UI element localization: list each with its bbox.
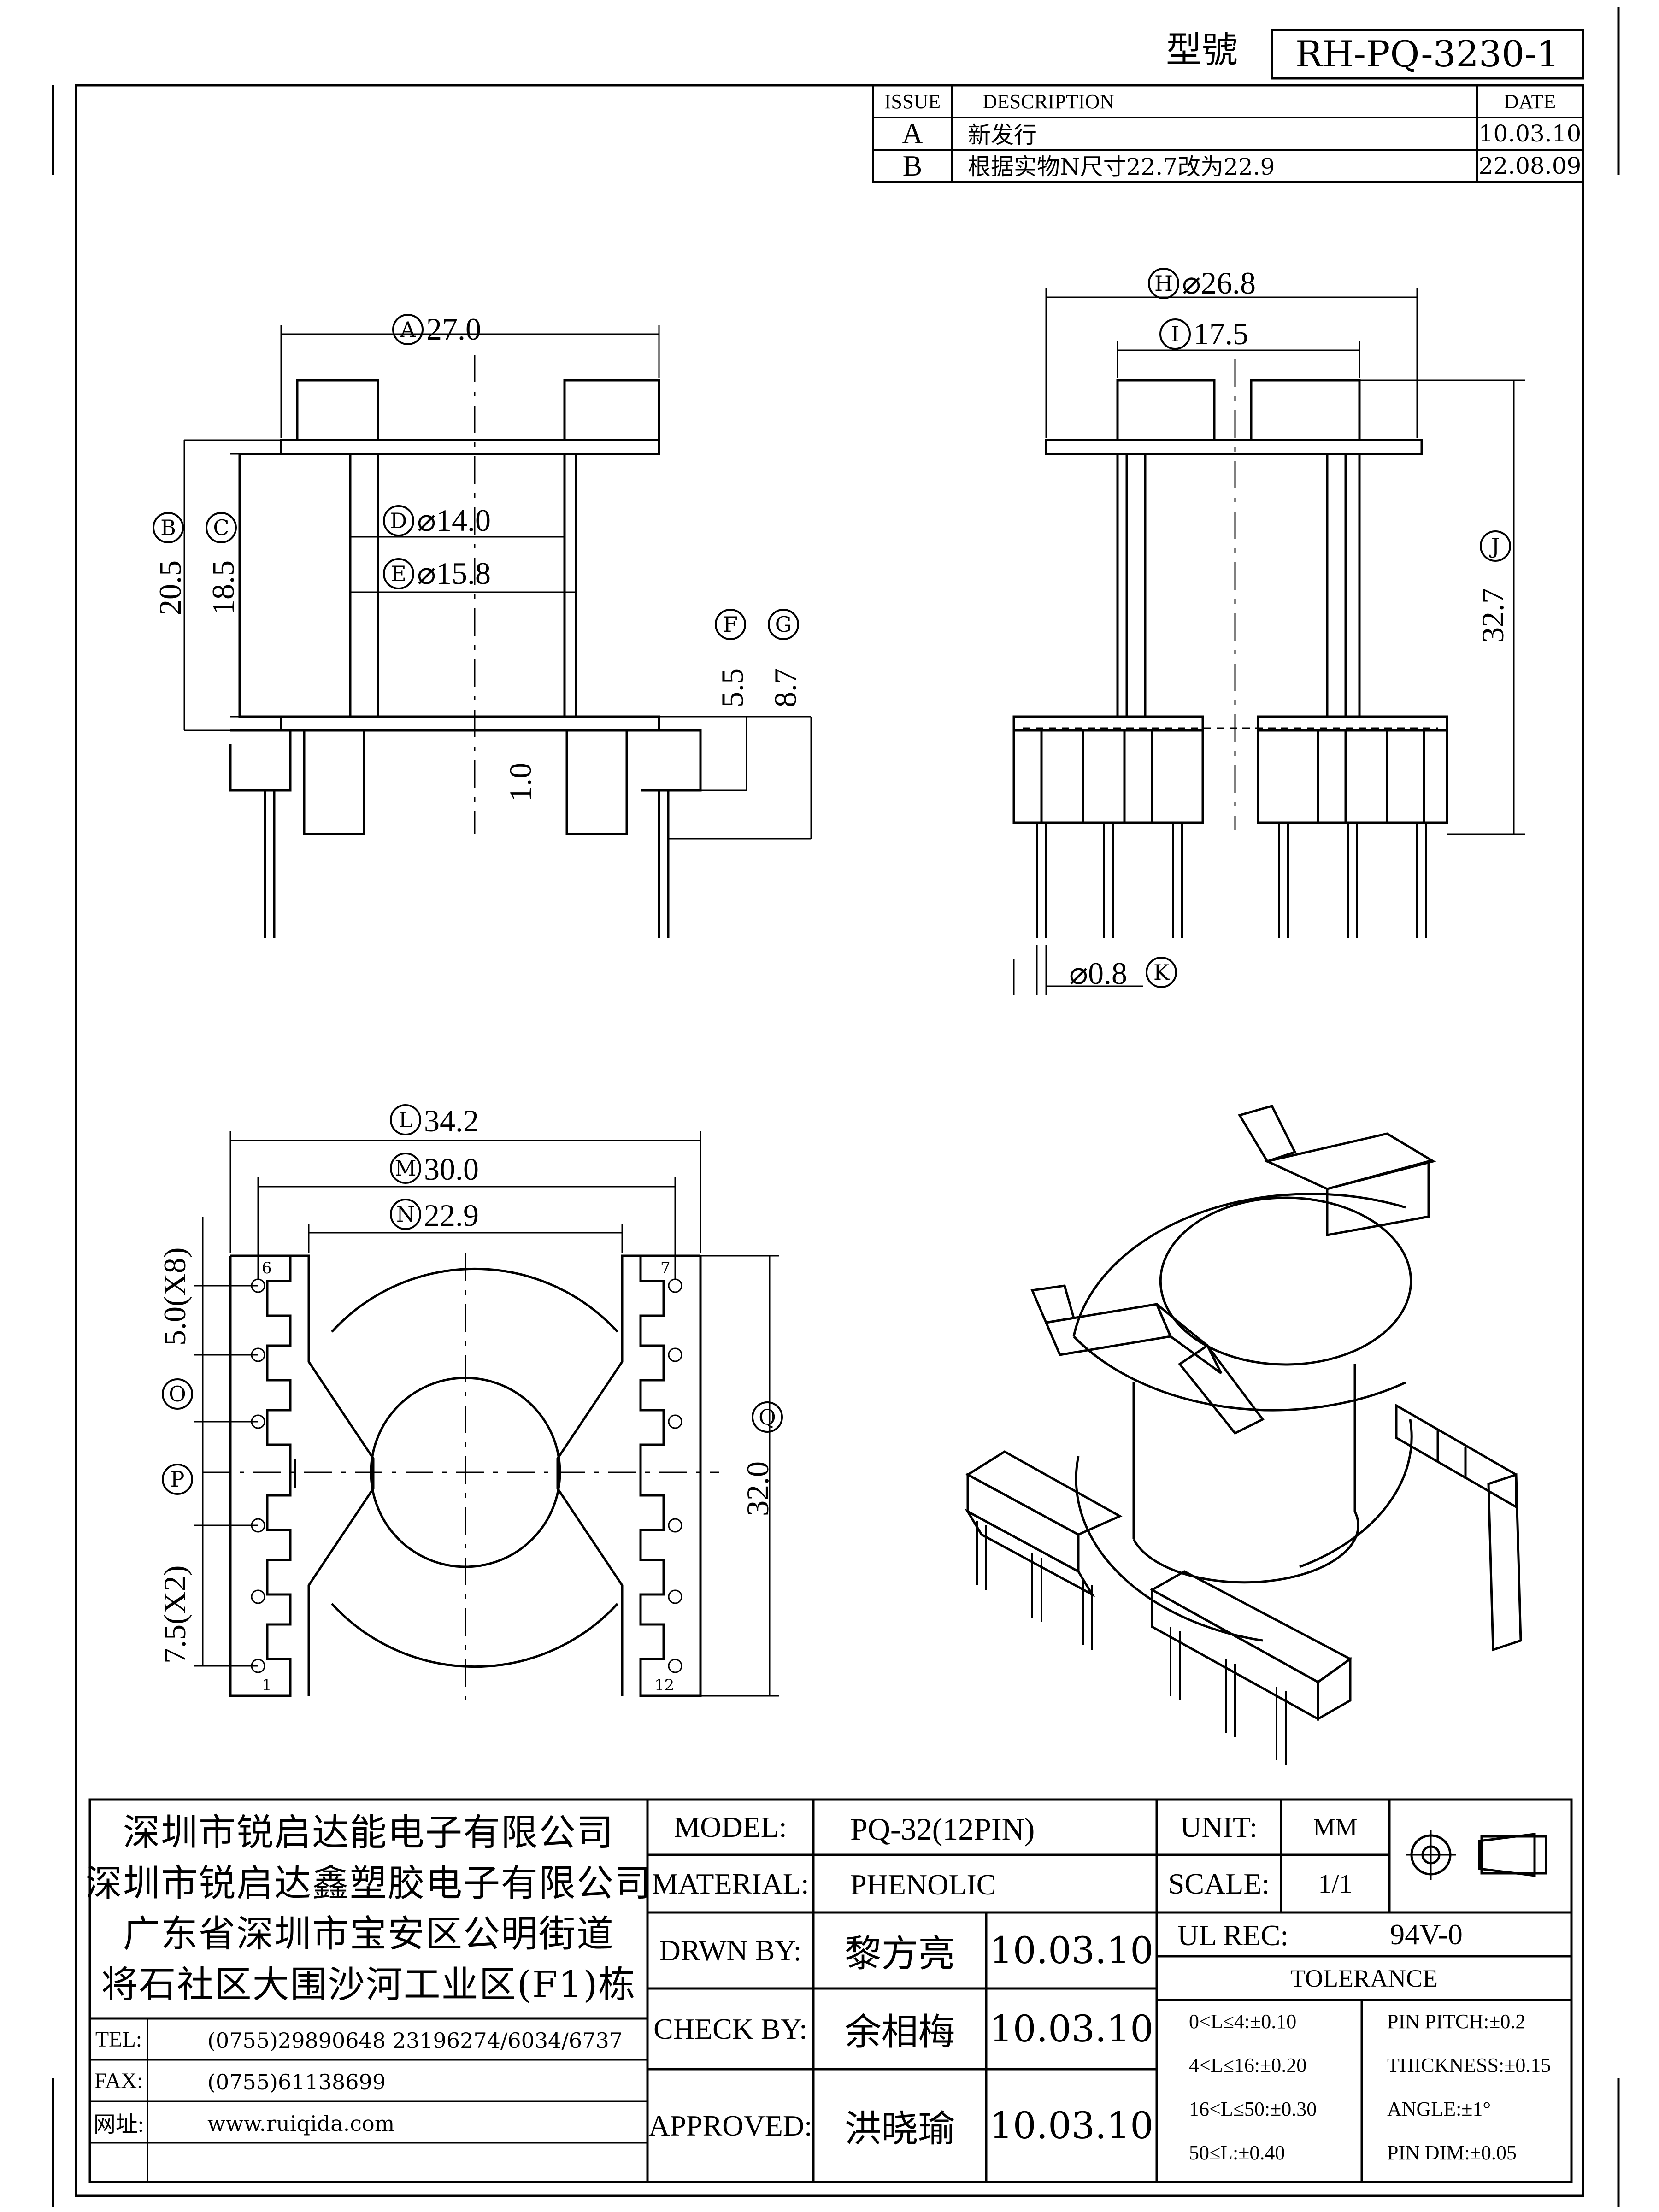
rev-b-issue: B	[902, 149, 923, 182]
dim-letter-q: Q	[759, 1405, 776, 1430]
tol-thickness: THICKNESS:±0.15	[1387, 2054, 1551, 2077]
dim-n-value: 22.9	[424, 1198, 479, 1233]
rev-header-issue: ISSUE	[884, 90, 941, 113]
dim-d-value: ⌀14.0	[417, 503, 491, 538]
rev-a-issue: A	[901, 117, 924, 150]
scale-label: SCALE:	[1168, 1867, 1270, 1900]
dim-letter-e: E	[391, 561, 406, 586]
unit-label: UNIT:	[1180, 1811, 1258, 1843]
rev-header-description: DESCRIPTION	[982, 90, 1115, 113]
model-field-value: PQ-32(12PIN)	[850, 1812, 1035, 1847]
approved-by: 洪晓瑜	[844, 2107, 955, 2150]
dim-letter-g: G	[775, 612, 792, 637]
dim-letter-p: P	[170, 1467, 185, 1492]
rev-b-description: 根据实物N尺寸22.7改为22.9	[968, 153, 1275, 180]
front-view	[183, 325, 812, 938]
unit-value: MM	[1313, 1813, 1358, 1841]
dim-letter-m: M	[394, 1156, 417, 1181]
rev-header-date: DATE	[1504, 90, 1556, 113]
check-date: 10.03.10	[989, 2007, 1154, 2050]
dim-g-value: 8.7	[768, 668, 803, 707]
title-block	[88, 1798, 1573, 2183]
dim-bubbles	[153, 268, 1511, 1495]
dim-gap-value: 7.5(X2)	[157, 1565, 192, 1664]
dim-b-value: 20.5	[153, 560, 188, 615]
approved-date: 10.03.10	[989, 2104, 1154, 2147]
check-by: 余相梅	[844, 2010, 955, 2053]
dim-letter-j: J	[1491, 534, 1500, 559]
dim-letter-n: N	[396, 1202, 415, 1227]
dim-letter-c: C	[213, 515, 229, 540]
dim-j-value: 32.7	[1475, 588, 1510, 643]
dim-e-value: ⌀15.8	[417, 556, 491, 591]
pin-number-6: 6	[262, 1259, 272, 1277]
scale-value: 1/1	[1318, 1869, 1353, 1899]
model-field-label: MODEL:	[674, 1811, 787, 1843]
company-line-4: 将石社区大围沙河工业区(F1)栋	[101, 1963, 636, 2006]
drawn-date: 10.03.10	[989, 1929, 1154, 1972]
drawn-label: DRWN BY:	[659, 1934, 802, 1967]
dim-l-value: 34.2	[424, 1103, 479, 1138]
rev-b-date: 22.08.09	[1478, 153, 1582, 179]
web-value: www.ruiqida.com	[207, 2111, 395, 2136]
tel-value: (0755)29890648 23196274/6034/6737	[207, 2028, 623, 2053]
dim-i-value: 17.5	[1194, 316, 1248, 351]
dim-q-value: 32.0	[740, 1461, 775, 1516]
tol-3: 16<L≤50:±0.30	[1189, 2098, 1317, 2120]
tol-pin-pitch: PIN PITCH:±0.2	[1387, 2010, 1526, 2033]
dim-k-value: ⌀0.8	[1069, 956, 1127, 991]
rev-a-description: 新发行	[968, 122, 1037, 148]
fax-value: (0755)61138699	[207, 2070, 386, 2094]
company-line-3: 广东省深圳市宝安区公明街道	[123, 1912, 614, 1955]
company-line-2: 深圳市锐启达鑫塑胶电子有限公司	[85, 1862, 652, 1905]
dim-h-value: ⌀26.8	[1182, 265, 1256, 300]
model-label: 型號	[1166, 29, 1238, 71]
side-view	[1012, 288, 1525, 995]
dim-1-value: 1.0	[503, 763, 538, 802]
isometric-view	[965, 1105, 1522, 1765]
bottom-view	[194, 1131, 779, 1700]
tel-label: TEL:	[95, 2027, 142, 2052]
dim-letter-i: I	[1171, 322, 1180, 347]
tol-angle: ANGLE:±1°	[1387, 2098, 1491, 2120]
dim-f-value: 5.5	[715, 668, 750, 707]
pin-number-7: 7	[660, 1259, 671, 1277]
pin-number-12: 12	[654, 1676, 675, 1694]
ul-label: UL REC:	[1177, 1919, 1289, 1952]
tol-pin-dim: PIN DIM:±0.05	[1387, 2141, 1517, 2164]
dim-letter-o: O	[169, 1382, 186, 1406]
drawn-by: 黎方亮	[844, 1932, 955, 1975]
dim-letter-a: A	[400, 317, 416, 342]
sheet-border	[75, 84, 1584, 2197]
dim-letter-f: F	[723, 612, 738, 637]
tolerance-title: TOLERANCE	[1290, 1964, 1438, 1992]
company-line-1: 深圳市锐启达能电子有限公司	[123, 1811, 614, 1854]
fax-label: FAX:	[94, 2068, 143, 2093]
approved-label: APPROVED:	[648, 2109, 812, 2142]
web-label: 网址:	[93, 2112, 144, 2137]
dim-letter-k: K	[1153, 960, 1170, 985]
rev-a-date: 10.03.10	[1478, 120, 1582, 147]
model-number-box	[1271, 29, 1584, 80]
dim-letter-d: D	[390, 508, 407, 533]
pin-number-1: 1	[262, 1676, 272, 1694]
revision-table	[872, 84, 1584, 183]
dim-letter-h: H	[1154, 271, 1173, 296]
dim-letter-l: L	[398, 1107, 413, 1132]
dim-m-value: 30.0	[424, 1152, 479, 1187]
material-value: PHENOLIC	[850, 1868, 996, 1901]
dim-letter-b: B	[160, 515, 176, 540]
model-number: RH-PQ-3230-1	[1295, 33, 1560, 75]
material-label: MATERIAL:	[652, 1867, 809, 1900]
ul-value: 94V-0	[1390, 1918, 1463, 1951]
dim-c-value: 18.5	[206, 560, 241, 615]
check-label: CHECK BY:	[653, 2012, 807, 2045]
tol-4: 50≤L:±0.40	[1189, 2141, 1285, 2164]
tol-2: 4<L≤16:±0.20	[1189, 2054, 1307, 2077]
dim-pitch-value: 5.0(X8)	[157, 1247, 192, 1346]
dim-a-value: 27.0	[426, 312, 481, 347]
tol-1: 0<L≤4:±0.10	[1189, 2010, 1297, 2033]
